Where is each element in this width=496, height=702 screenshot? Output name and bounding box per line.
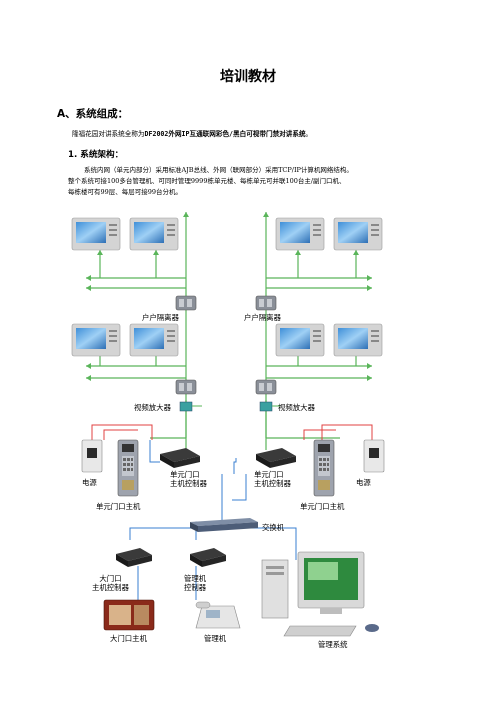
isolator-right-upper [255, 295, 277, 311]
label-door-host-right: 单元门口主机 [300, 502, 345, 511]
label-isolator-left: 户户隔离器 [142, 313, 179, 322]
label-mgmt-controller: 管理机 控制器 [184, 574, 207, 592]
label-gate-host: 大门口主机 [110, 634, 147, 643]
label-mgmt-unit: 管理机 [204, 634, 227, 643]
power-supply-right [363, 439, 385, 473]
monitor [275, 323, 325, 357]
isolator-left-upper [175, 295, 197, 311]
label-isolator-right: 户户隔离器 [244, 313, 281, 322]
isolator-left-lower [175, 379, 197, 395]
para-line-1: 系统内网（单元内部分）采用标准AJB总线、外网（联网部分）采用TCP/IP计算机… [84, 166, 353, 174]
page-title: 培训教材 [220, 69, 276, 85]
monitor [333, 323, 383, 357]
green-bus-lines [86, 212, 372, 450]
para-line-3: 每栋楼可有99层、每层可接99台分机。 [68, 188, 183, 197]
label-controller-right: 单元门口 主机控制器 [254, 470, 291, 488]
mgmt-controller [190, 548, 226, 567]
architecture-paragraph: 系统内网（单元内部分）采用标准AJB总线、外网（联网部分）采用TCP/IP计算机… [68, 165, 448, 199]
label-gate-controller: 大门口 主机控制器 [92, 574, 129, 592]
gate-host-panel [103, 599, 155, 631]
monitor [333, 217, 383, 251]
label-switch: 交换机 [262, 523, 285, 532]
label-power-right: 电源 [356, 478, 371, 487]
label-controller-left: 单元门口 主机控制器 [170, 470, 207, 488]
video-amplifier-right [259, 401, 273, 412]
monitor [129, 217, 179, 251]
network-switch [190, 518, 258, 532]
unit-controller-left [160, 448, 200, 468]
label-power-left: 电源 [82, 478, 97, 487]
video-amplifier-left [179, 401, 193, 412]
subsection-heading-1: 1. 系统架构： [68, 150, 124, 160]
para-line-2: 整个系统可接100多台管理机、可同时管理9999栋单元楼、每栋单元可并联100台… [68, 177, 346, 186]
intro-post: 。 [305, 130, 313, 138]
mgmt-phone [195, 601, 241, 629]
label-mgmt-system: 管理系统 [318, 640, 348, 649]
unit-door-host-left [117, 439, 139, 497]
management-pc [261, 551, 379, 637]
bus-arrows [86, 212, 372, 381]
label-amp-right: 视频放大器 [278, 403, 315, 412]
intro-paragraph: 隆福花园对讲系统全称为DF2002外网IP互通联网彩色/黑白可视带门禁对讲系统。 [72, 128, 312, 138]
monitor [129, 323, 179, 357]
monitor [71, 217, 121, 251]
system-name: DF2002外网IP互通联网彩色/黑白可视带门禁对讲系统 [144, 130, 306, 138]
indoor-monitors [71, 217, 383, 357]
label-door-host-left: 单元门口主机 [96, 502, 141, 511]
intro-pre: 隆福花园对讲系统全称为 [72, 130, 145, 138]
power-supply-left [81, 439, 103, 473]
isolator-right-lower [255, 379, 277, 395]
gate-controller [116, 548, 152, 567]
red-power-wires [91, 424, 373, 440]
label-amp-left: 视频放大器 [134, 403, 171, 412]
unit-controller-right [256, 448, 296, 468]
section-heading-a: A、系统组成： [57, 108, 129, 120]
monitor [71, 323, 121, 357]
unit-door-host-right [313, 439, 335, 497]
monitor [275, 217, 325, 251]
